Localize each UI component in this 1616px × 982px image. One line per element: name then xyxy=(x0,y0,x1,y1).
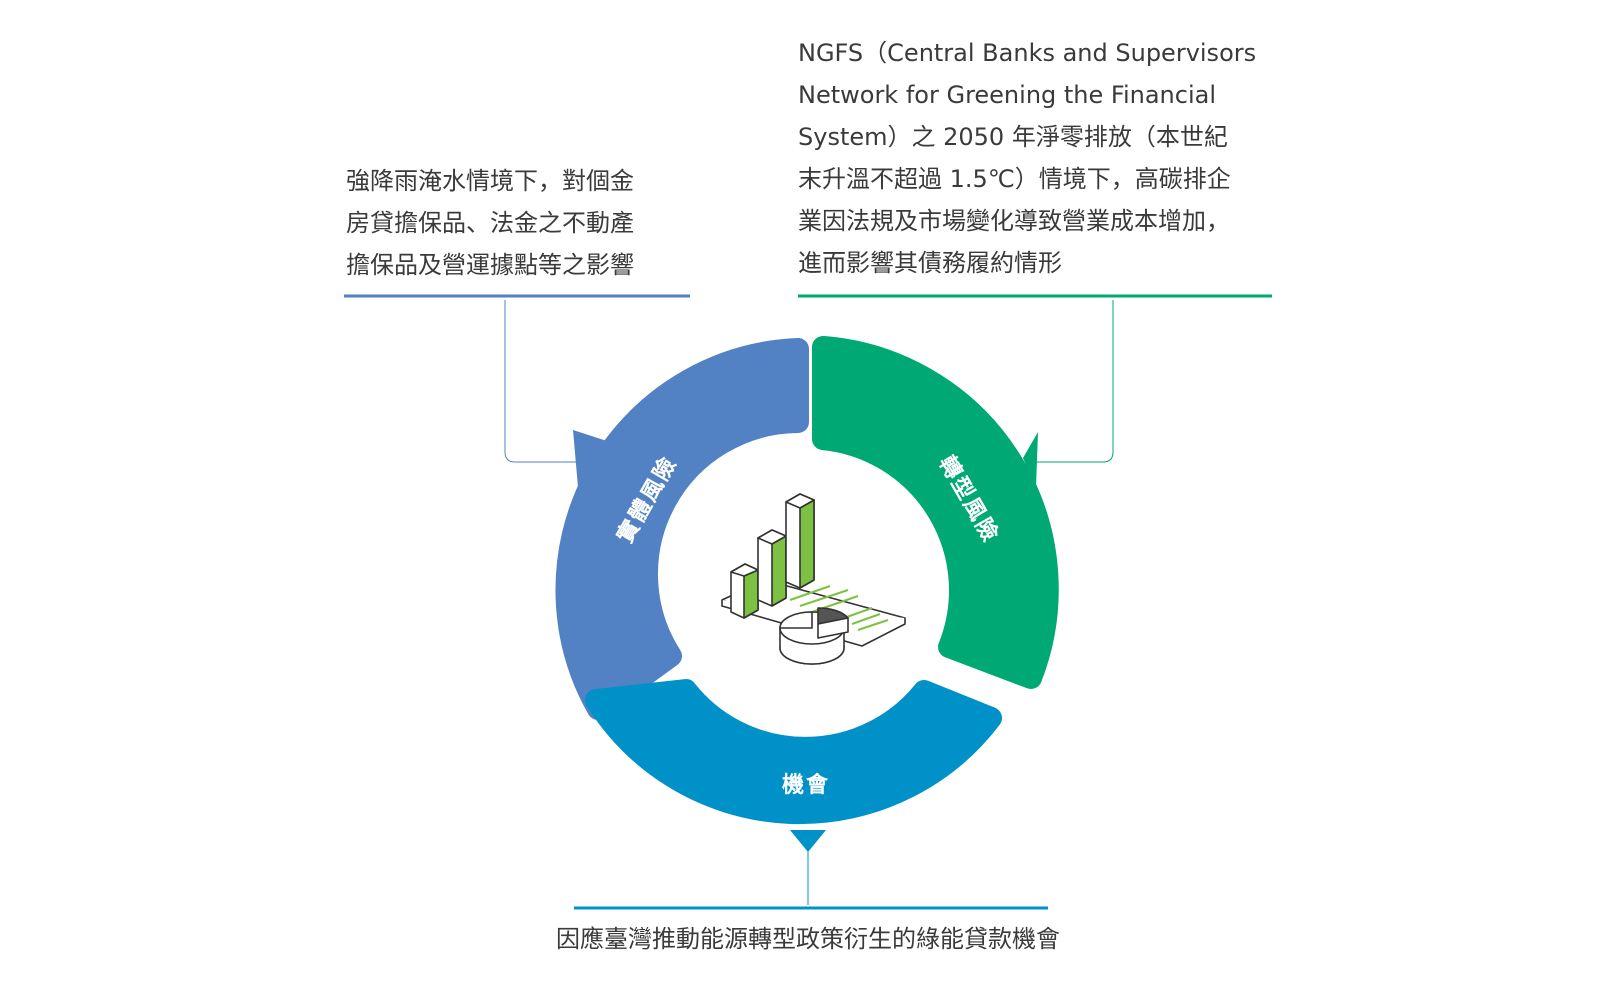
description-line: 因應臺灣推動能源轉型政策衍生的綠能貸款機會 xyxy=(556,925,1060,953)
description-line: NGFS（Central Banks and Supervisors xyxy=(798,39,1257,67)
description-line: System）之 2050 年淨零排放（本世紀 xyxy=(798,123,1228,151)
description-line: Network for Greening the Financial xyxy=(798,81,1216,109)
bar-chart-pie-report-icon xyxy=(721,493,906,665)
description-line: 房貸擔保品、法金之不動產 xyxy=(346,209,634,237)
transition-risk-description: NGFS（Central Banks and Supervisors Netwo… xyxy=(798,32,1283,284)
connector-physical xyxy=(504,300,590,463)
description-line: 強降雨淹水情境下，對個金 xyxy=(346,167,634,195)
description-line: 進而影響其債務履約情形 xyxy=(798,249,1062,277)
arrow-transition xyxy=(1023,432,1038,487)
segment-label-opportunity: 機會 xyxy=(782,772,830,798)
segment-opportunity xyxy=(585,679,1002,825)
segment-physical-risk xyxy=(555,338,809,720)
arrow-opportunity xyxy=(790,830,826,852)
description-line: 擔保品及營運據點等之影響 xyxy=(346,251,634,279)
connector-transition xyxy=(1032,300,1114,463)
description-line: 末升溫不超過 1.5℃）情境下，高碳排企 xyxy=(798,165,1231,193)
physical-risk-description: 強降雨淹水情境下，對個金 房貸擔保品、法金之不動產 擔保品及營運據點等之影響 xyxy=(346,160,696,286)
description-line: 業因法規及市場變化導致營業成本增加， xyxy=(798,207,1230,235)
opportunity-description: 因應臺灣推動能源轉型政策衍生的綠能貸款機會 xyxy=(0,918,1616,960)
segment-transition-risk xyxy=(812,336,1059,689)
arrow-physical xyxy=(573,430,610,487)
